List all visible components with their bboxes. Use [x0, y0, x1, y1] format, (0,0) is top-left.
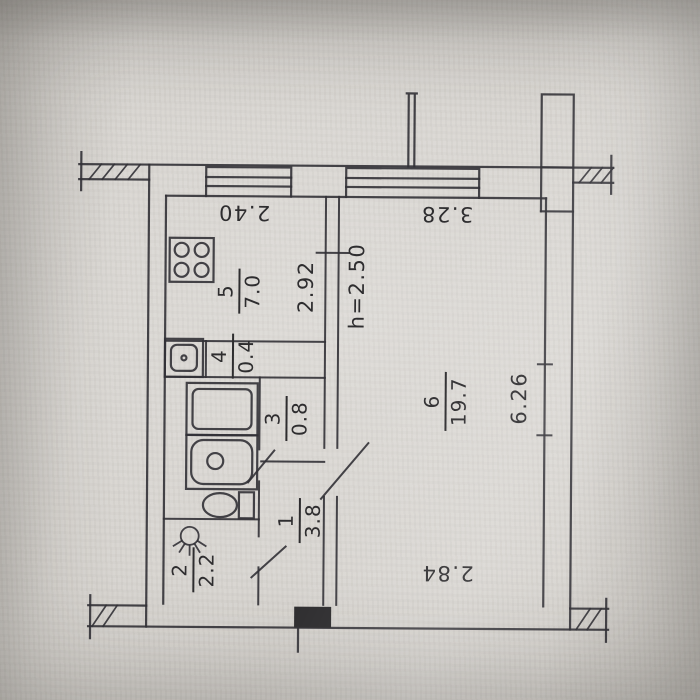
ceiling-height-label: h=2.50: [344, 242, 370, 330]
light-icon: [172, 525, 207, 556]
ventilation-shaft: [539, 93, 575, 213]
dimension-label-top-left: 2.40: [217, 200, 271, 225]
dimension-label-bottom: 2.84: [420, 561, 474, 586]
room-area: 3.8: [300, 503, 325, 539]
door-opening-strokes: [246, 441, 370, 579]
dimension-label-middle: 2.92: [293, 260, 319, 314]
room-label-3: 3 0.8: [260, 396, 312, 441]
room-label-1: 1 3.8: [273, 498, 325, 544]
window-left: [204, 165, 293, 198]
room-number: 3: [260, 411, 285, 426]
room-number: 5: [213, 284, 238, 299]
room-area: 19.7: [446, 377, 471, 427]
sink-icon: [163, 337, 205, 379]
washbasin-icon: [185, 381, 259, 437]
dimension-label-right: 6.26: [506, 371, 532, 425]
room-number: 6: [419, 394, 444, 409]
stove-icon: [168, 236, 215, 284]
room-area: 0.4: [233, 338, 259, 374]
room-number: 1: [273, 513, 298, 528]
room-area: 7.0: [240, 273, 265, 309]
solid-wall-segment: [294, 606, 332, 628]
bathtub-icon: [184, 433, 259, 491]
room-label-2: 2 2.2: [167, 547, 219, 593]
toilet-icon: [201, 491, 256, 520]
room-area: 2.2: [194, 552, 219, 588]
room-label-5: 5 7.0: [213, 268, 265, 314]
room-area: 0.8: [287, 401, 312, 437]
room-number: 4: [206, 349, 232, 364]
room-number: 2: [167, 562, 192, 577]
room-label-6: 6 19.7: [419, 372, 471, 431]
outer-walls: [78, 151, 615, 643]
window-right: [344, 166, 481, 200]
upper-wall-line: [405, 92, 418, 168]
wall-break-hatch-marks: [87, 163, 615, 631]
dimension-label-top-right: 3.28: [420, 201, 474, 227]
room-label-4: 4 0.4: [206, 333, 259, 379]
